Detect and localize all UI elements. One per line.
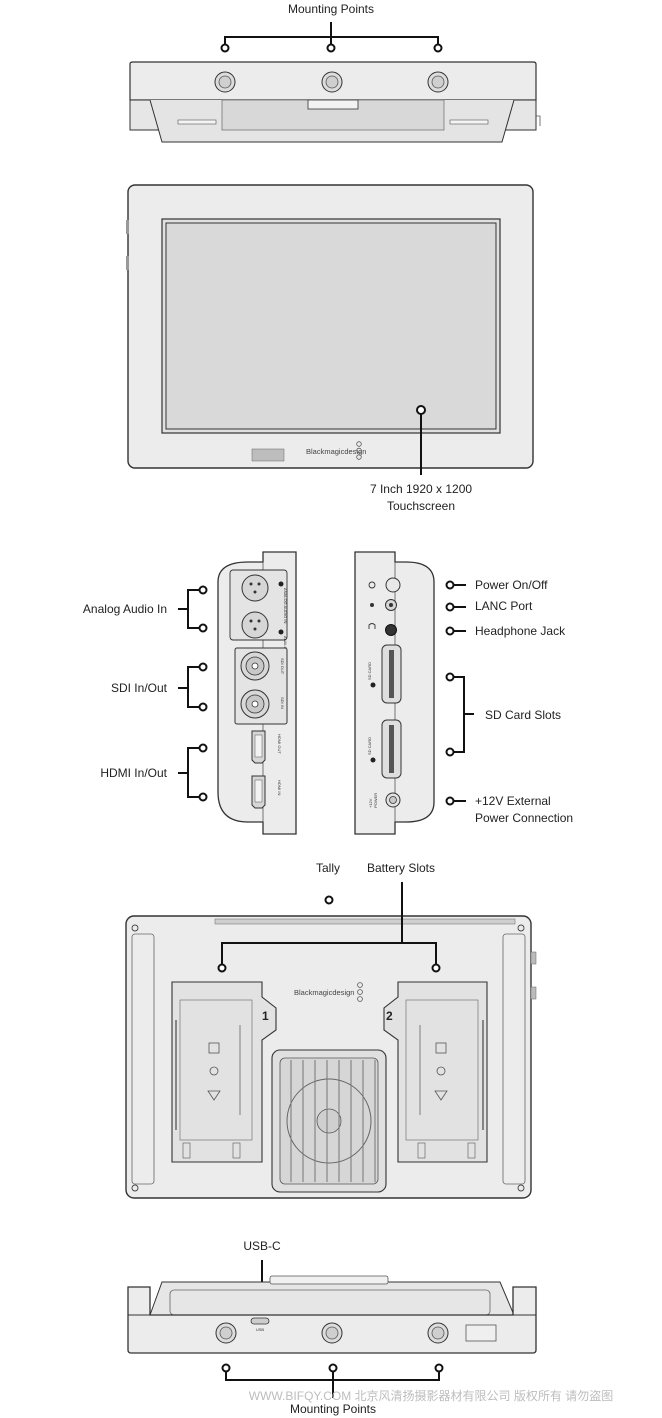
analog-audio-text-1: ANALOG AUDIO IN [283, 588, 288, 623]
front-logo: Blackmagicdesign [306, 447, 366, 456]
mounting-points-top-bracket [224, 22, 439, 44]
usb-port-text: USB [256, 1327, 265, 1332]
mounting-point-markers-bottom [221, 1363, 444, 1373]
power-on-off-label: Power On/Off [475, 578, 548, 592]
analog-audio-in-label: Analog Audio In [83, 602, 167, 616]
sd-card-text-2: SD CARD [367, 737, 372, 755]
fan-grille-icon [290, 1060, 376, 1182]
left-side-view: ANALOG AUDIO IN ANALOG AUDIO IN SDI OUT … [83, 551, 297, 835]
tally-marker [324, 895, 334, 905]
sdi-in-text: SDI IN [280, 697, 285, 709]
rear-view: Tally Battery Slots 1 [125, 861, 537, 1199]
top-view: Mounting Points [129, 2, 541, 143]
battery-slot-2: 2 [383, 981, 488, 1163]
hdmi-in-out-label: HDMI In/Out [100, 766, 167, 780]
slot-1-arrow-icon [207, 1090, 221, 1101]
sd-card-slots-label: SD Card Slots [485, 708, 561, 722]
power-text: POWER [373, 793, 378, 808]
external-power-label-line2: Power Connection [475, 811, 573, 825]
slot-2-arrow-icon [434, 1090, 448, 1101]
right-side-view: SD CARD SD CARD +12V POWER Power On/Off … [354, 551, 573, 835]
hdmi-in-text: HDMI IN [277, 780, 282, 795]
slot-2-number: 2 [386, 1009, 393, 1023]
sd-card-text-1: SD CARD [367, 662, 372, 680]
battery-callout-markers [217, 963, 441, 973]
usb-c-port-icon [250, 1317, 270, 1325]
power-text-12v: +12V [368, 798, 373, 808]
sdi-out-text: SDI OUT [280, 658, 285, 675]
tally-label: Tally [316, 861, 340, 875]
battery-slot-1: 1 [171, 981, 277, 1163]
fan-vent [271, 1049, 387, 1193]
mounting-points-top-label: Mounting Points [288, 2, 374, 16]
rear-logo: Blackmagicdesign [294, 988, 354, 997]
xlr-connector-2-icon [241, 611, 269, 639]
mounting-points-bottom-label: Mounting Points [290, 1402, 376, 1416]
watermark: WWW.BIFQY.COM 北京风清扬摄影器材有限公司 版权所有 请勿盗图 [249, 1388, 613, 1403]
headphone-symbol-icon [368, 623, 376, 629]
left-callout-brackets [178, 589, 199, 798]
left-callout-markers [198, 585, 208, 802]
slot-1-number: 1 [262, 1009, 269, 1023]
power-button-icon [385, 577, 401, 593]
sdi-in-out-label: SDI In/Out [111, 681, 168, 695]
bottom-view: USB-C USB WWW.BIFQY.COM 北京风清扬摄影器材有限公司 版权… [127, 1239, 613, 1416]
headphone-jack-icon [385, 624, 397, 636]
rear-vent [214, 918, 516, 925]
right-callout-markers [445, 580, 455, 806]
usb-c-label: USB-C [243, 1239, 281, 1253]
logo-dots-icon [356, 441, 362, 460]
bottom-stand [149, 1281, 515, 1316]
rear-logo-dots-icon [357, 982, 363, 1002]
battery-slots-label: Battery Slots [367, 861, 435, 875]
xlr-connector-1-icon [241, 574, 269, 602]
external-power-label-line1: +12V External [475, 794, 551, 808]
headphone-jack-label: Headphone Jack [475, 624, 566, 638]
mounting-point-markers-top [220, 43, 443, 53]
mounting-points-bottom-bracket [225, 1372, 440, 1398]
hdmi-out-text: HDMI OUT [277, 734, 282, 754]
touchscreen-label-line2: Touchscreen [387, 499, 455, 513]
top-device-body [129, 61, 541, 143]
speaker-grille [251, 448, 285, 462]
battery-callout-bracket [221, 882, 437, 965]
lanc-port-label: LANC Port [475, 599, 533, 613]
front-view: Blackmagicdesign 7 Inch 1920 x 1200 Touc… [126, 184, 534, 513]
power-symbol-icon [368, 581, 376, 589]
touchscreen [165, 222, 497, 430]
touchscreen-label-line1: 7 Inch 1920 x 1200 [370, 482, 472, 496]
touchscreen-callout-marker [416, 405, 426, 415]
right-callout-lines [454, 584, 474, 802]
